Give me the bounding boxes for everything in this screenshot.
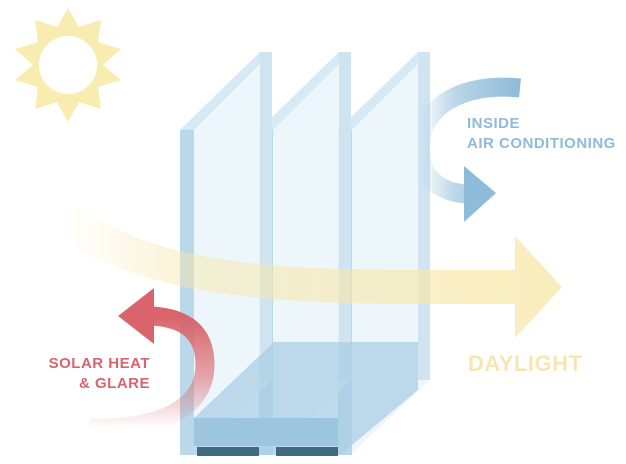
- air-conditioning-label-line-1: INSIDE: [467, 115, 521, 132]
- air-conditioning-arrow: [410, 77, 521, 222]
- solar-heat-arrow: [89, 288, 215, 438]
- spacer-bar-1: [197, 447, 259, 456]
- triple-glazing-window: [180, 52, 430, 456]
- solar-heat-label-line-2: & GLARE: [79, 375, 150, 392]
- sun-icon: [15, 8, 121, 122]
- daylight-label: DAYLIGHT: [468, 351, 583, 376]
- daylight-arrow: [60, 200, 562, 338]
- solar-heat-label: SOLAR HEAT & GLARE: [49, 354, 150, 394]
- air-conditioning-label: INSIDE AIR CONDITIONING: [467, 114, 616, 154]
- solar-heat-label-line-1: SOLAR HEAT: [48, 355, 150, 372]
- air-conditioning-label-line-2: AIR CONDITIONING: [467, 135, 616, 152]
- spacer-bar-2: [276, 447, 338, 456]
